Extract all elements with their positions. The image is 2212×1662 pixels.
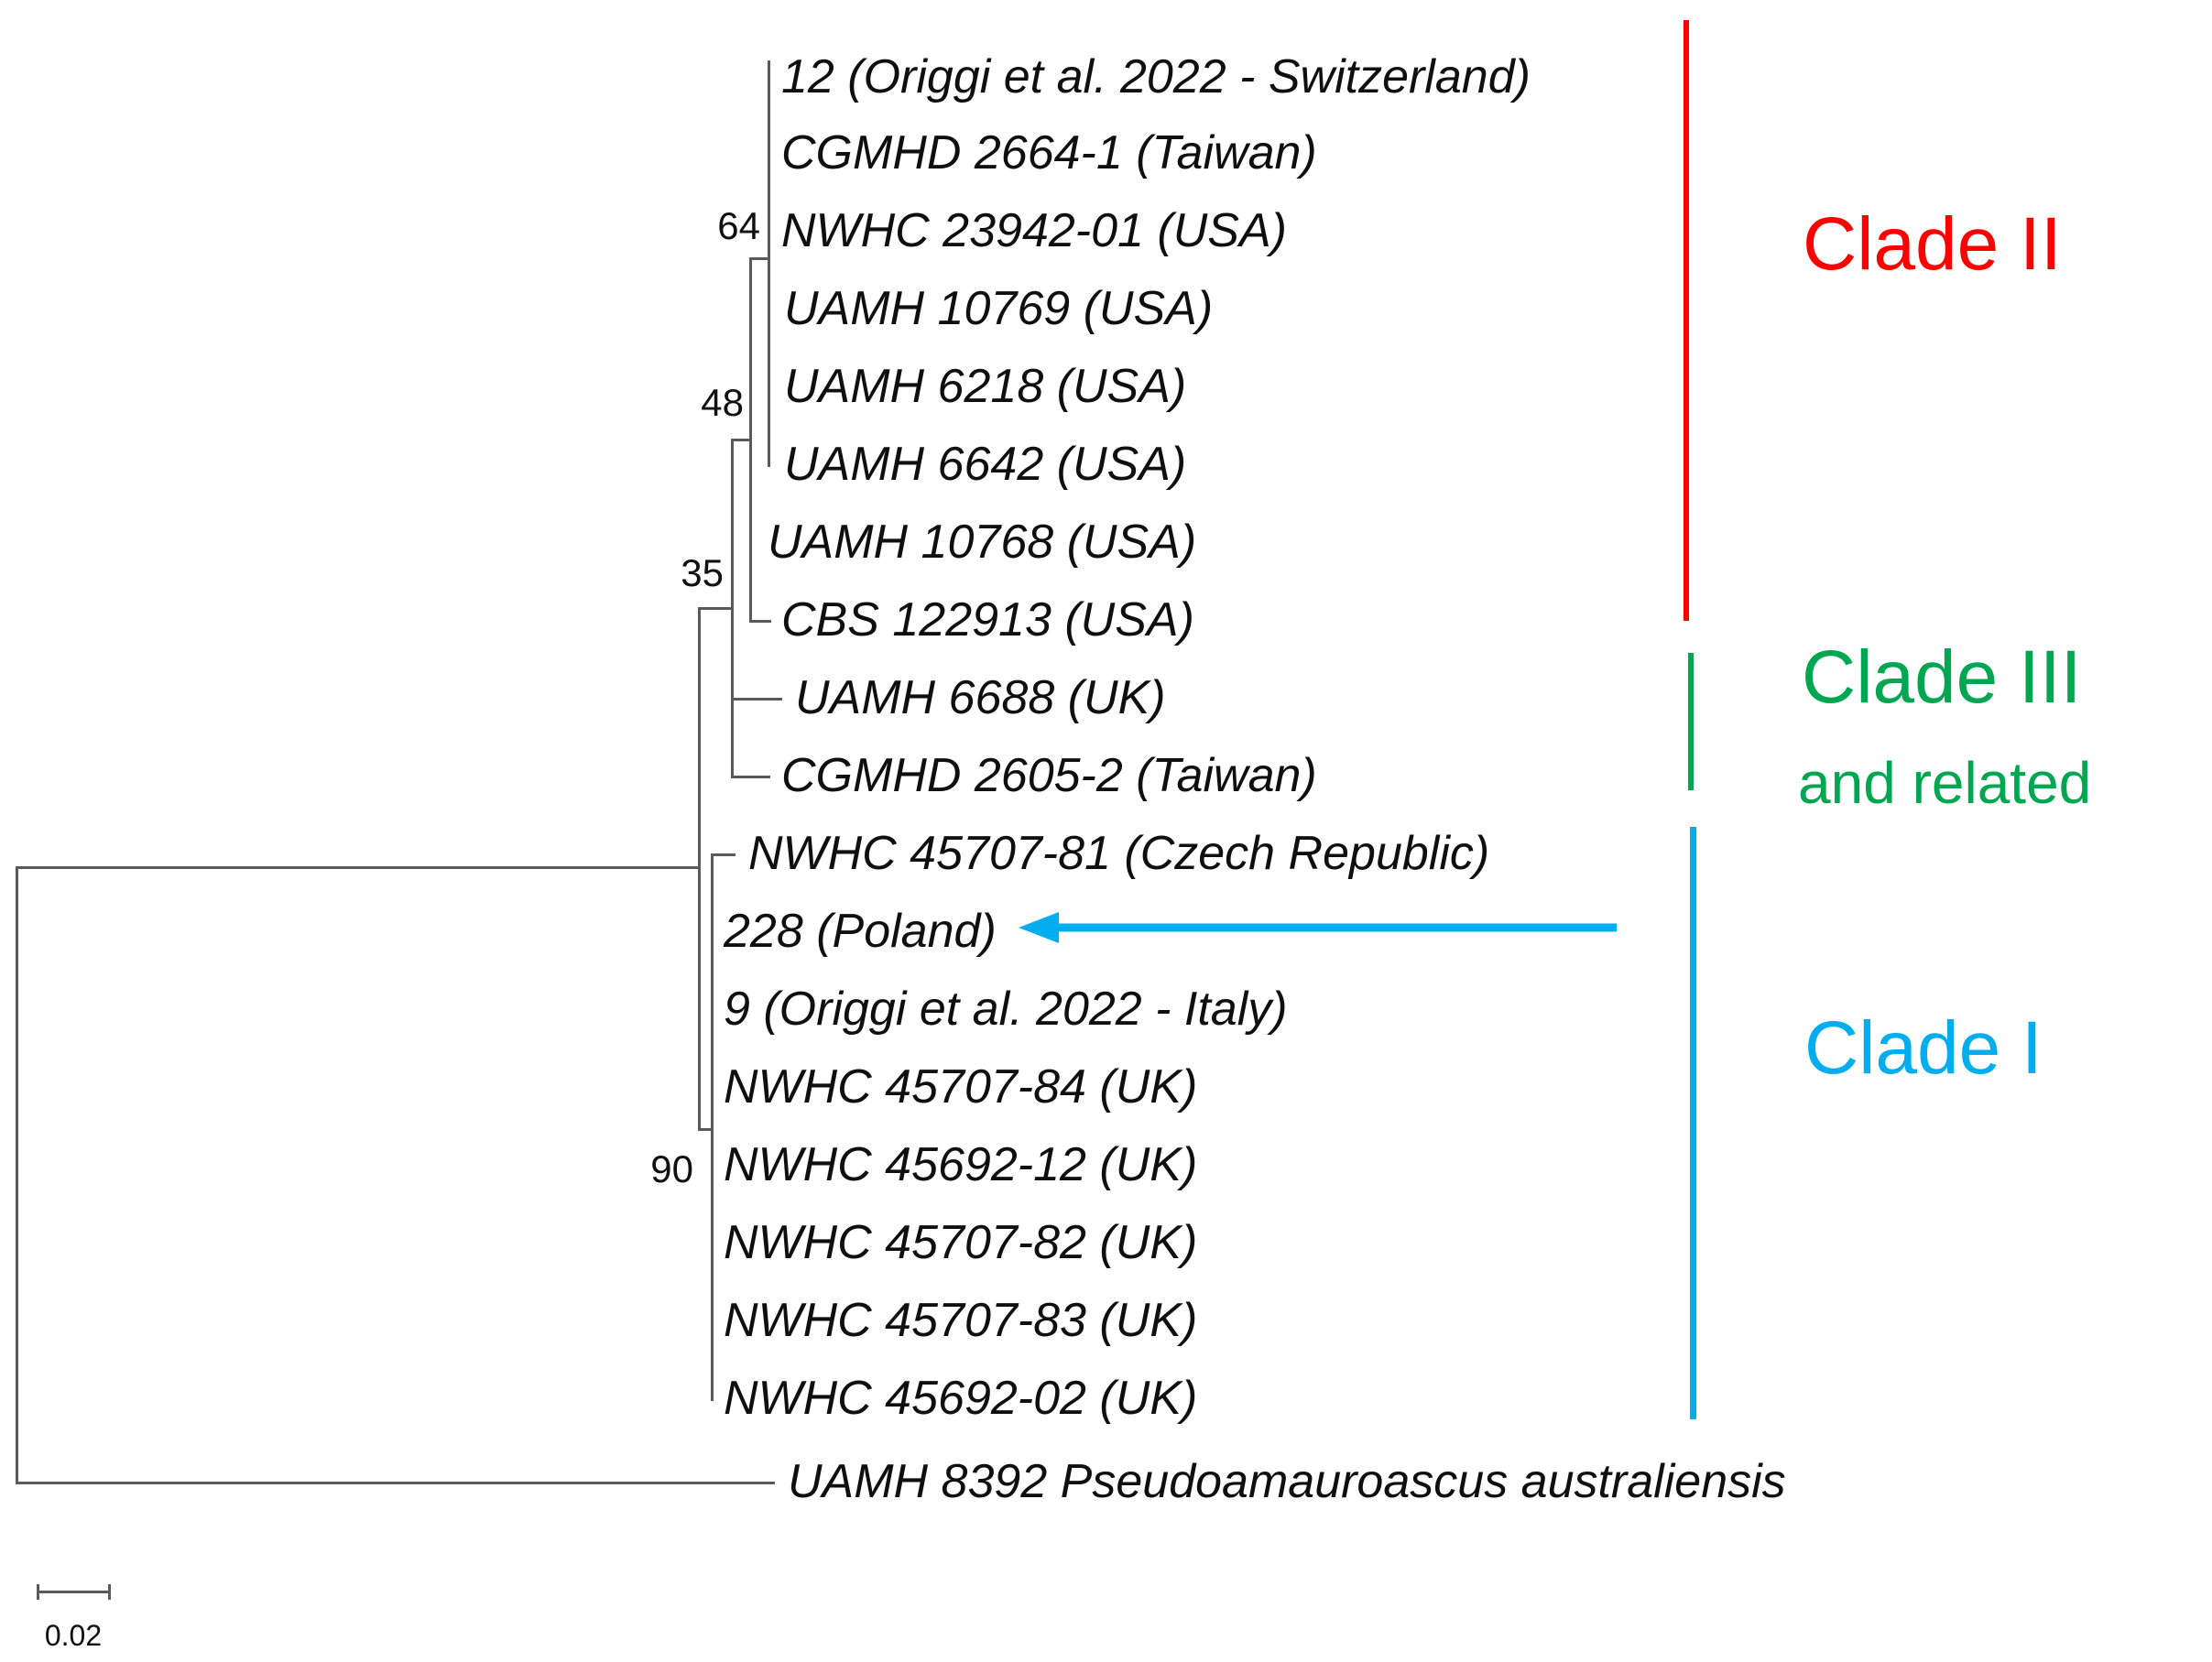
clade-i-bar (1690, 827, 1696, 1419)
branch-line (768, 60, 770, 467)
taxon-label-highlighted: 228 (Poland) (724, 905, 997, 958)
branch-line (749, 257, 770, 260)
clade-iii-bar (1688, 653, 1694, 790)
highlight-arrow-shaft (1053, 923, 1617, 932)
taxon-label: NWHC 23942-01 (USA) (781, 204, 1287, 257)
scale-bar-tick (108, 1584, 111, 1600)
bootstrap-value: 90 (650, 1147, 693, 1190)
branch-line (16, 866, 18, 1484)
taxon-label: 9 (Origgi et al. 2022 - Italy) (724, 983, 1288, 1036)
taxon-label: CGMHD 2605-2 (Taiwan) (781, 749, 1317, 802)
branch-line (16, 866, 701, 869)
clade-iii-label: Clade III (1802, 635, 2082, 719)
branch-line (698, 607, 701, 1131)
clade-i-label: Clade I (1804, 1006, 2043, 1090)
branch-line (731, 439, 752, 441)
taxon-label: CGMHD 2664-1 (Taiwan) (781, 126, 1317, 179)
taxon-label: NWHC 45707-82 (UK) (724, 1216, 1198, 1269)
clade-ii-bar (1684, 20, 1689, 621)
clade-iii-sublabel: and related (1798, 750, 2092, 816)
taxon-label: NWHC 45707-83 (UK) (724, 1294, 1198, 1347)
scale-bar (37, 1591, 111, 1593)
taxon-label: UAMH 6642 (USA) (784, 438, 1187, 491)
branch-line (731, 698, 782, 701)
branch-line (749, 620, 771, 623)
branch-line (698, 1128, 714, 1131)
taxon-label-outgroup: UAMH 8392 Pseudoamauroascus australiensi… (788, 1455, 1786, 1508)
taxon-label: CBS 122913 (USA) (781, 593, 1194, 646)
taxon-label: NWHC 45707-84 (UK) (724, 1060, 1198, 1113)
taxon-label: UAMH 10768 (USA) (768, 516, 1197, 569)
branch-line (731, 776, 770, 778)
scale-bar-label: 0.02 (44, 1619, 103, 1652)
taxon-label: UAMH 10769 (USA) (784, 282, 1214, 335)
branch-line (711, 853, 736, 856)
clade-ii-label: Clade II (1803, 202, 2062, 286)
bootstrap-value: 35 (681, 551, 724, 594)
taxon-label: UAMH 6218 (USA) (784, 360, 1187, 413)
bootstrap-value: 64 (717, 204, 760, 247)
bootstrap-value: 48 (701, 381, 744, 424)
taxon-label: UAMH 6688 (UK) (795, 671, 1166, 724)
scale-bar-tick (37, 1584, 39, 1600)
branch-line (711, 853, 714, 1401)
taxon-label: 12 (Origgi et al. 2022 - Switzerland) (781, 50, 1531, 103)
taxon-label: NWHC 45692-02 (UK) (724, 1372, 1198, 1425)
highlight-arrow-icon (1019, 912, 1059, 943)
branch-line (698, 607, 734, 610)
taxon-label: NWHC 45692-12 (UK) (724, 1138, 1198, 1191)
branch-line (16, 1482, 775, 1484)
taxon-label: NWHC 45707-81 (Czech Republic) (748, 827, 1490, 880)
